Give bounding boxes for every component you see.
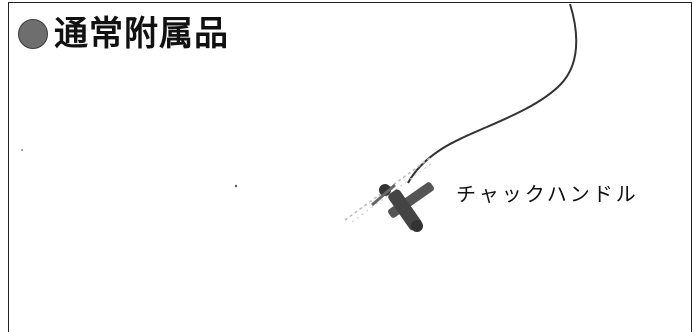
accessory-frame [8, 2, 692, 332]
section-header: 通常附属品 [18, 12, 229, 56]
chuck-handle-shape [371, 182, 434, 232]
speck-mark [21, 149, 23, 151]
section-title: 通常附属品 [54, 14, 229, 54]
speck-mark [234, 184, 238, 188]
leader-line [407, 3, 578, 184]
chuck-handle-illustration [21, 3, 578, 232]
chuck-handle-label: チャックハンドル [456, 182, 639, 206]
bullet-circle-icon [18, 19, 48, 49]
